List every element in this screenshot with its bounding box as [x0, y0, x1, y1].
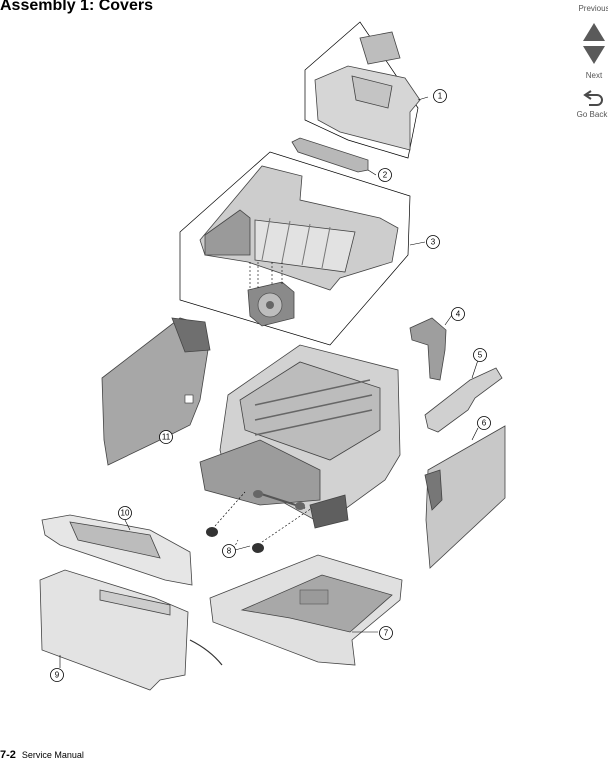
paper-tray-part	[209, 554, 403, 666]
svg-text:4: 4	[456, 310, 461, 319]
callout-9: 9	[50, 668, 64, 682]
callout-2: 2	[378, 168, 392, 182]
callout-6: 6	[477, 416, 491, 430]
printer-frame-part	[199, 344, 401, 529]
front-door-lower-part	[39, 569, 223, 691]
previous-arrow-icon[interactable]	[582, 22, 606, 42]
go-back-icon[interactable]	[583, 88, 605, 106]
group-box-3	[179, 151, 411, 346]
svg-text:2: 2	[383, 171, 388, 180]
svg-text:9: 9	[55, 671, 60, 680]
footer-manual-title: Service Manual	[21, 750, 84, 760]
page-title: Assembly 1: Covers	[0, 0, 153, 14]
footer-page-number: 7-2	[0, 749, 16, 761]
svg-text:1: 1	[438, 92, 443, 101]
right-cover-part	[424, 425, 506, 569]
rear-cover-part	[424, 367, 503, 433]
callout-4: 4	[451, 307, 465, 321]
left-cover-part	[101, 317, 211, 466]
svg-text:10: 10	[121, 509, 130, 518]
callout-11: 11	[159, 430, 173, 444]
pick-roller-part	[206, 490, 306, 553]
go-back-label: Go Back	[576, 110, 608, 119]
callout-5: 5	[473, 348, 487, 362]
bracket-part	[291, 137, 369, 173]
svg-text:11: 11	[162, 433, 171, 442]
next-arrow-icon[interactable]	[582, 45, 606, 65]
top-cover-assembly-part	[199, 165, 399, 291]
right-bracket-part	[409, 317, 447, 381]
footer: 7-2 Service Manual	[0, 749, 84, 761]
callout-10: 10	[118, 506, 132, 520]
next-label: Next	[585, 71, 603, 80]
top-cover-part	[314, 31, 421, 151]
callout-3: 3	[426, 235, 440, 249]
svg-text:5: 5	[478, 351, 483, 360]
group-box-1	[304, 21, 419, 159]
exploded-parts-diagram: 1 2 3 4 5 6 7 8 9 10 11	[39, 21, 506, 691]
callout-8: 8	[222, 544, 236, 558]
svg-text:7: 7	[384, 629, 389, 638]
svg-text:8: 8	[227, 547, 232, 556]
previous-label: Previous	[578, 4, 608, 13]
svg-text:6: 6	[482, 419, 487, 428]
callout-1: 1	[433, 89, 447, 103]
callout-7: 7	[379, 626, 393, 640]
svg-text:3: 3	[431, 238, 436, 247]
fan-part	[247, 281, 295, 327]
